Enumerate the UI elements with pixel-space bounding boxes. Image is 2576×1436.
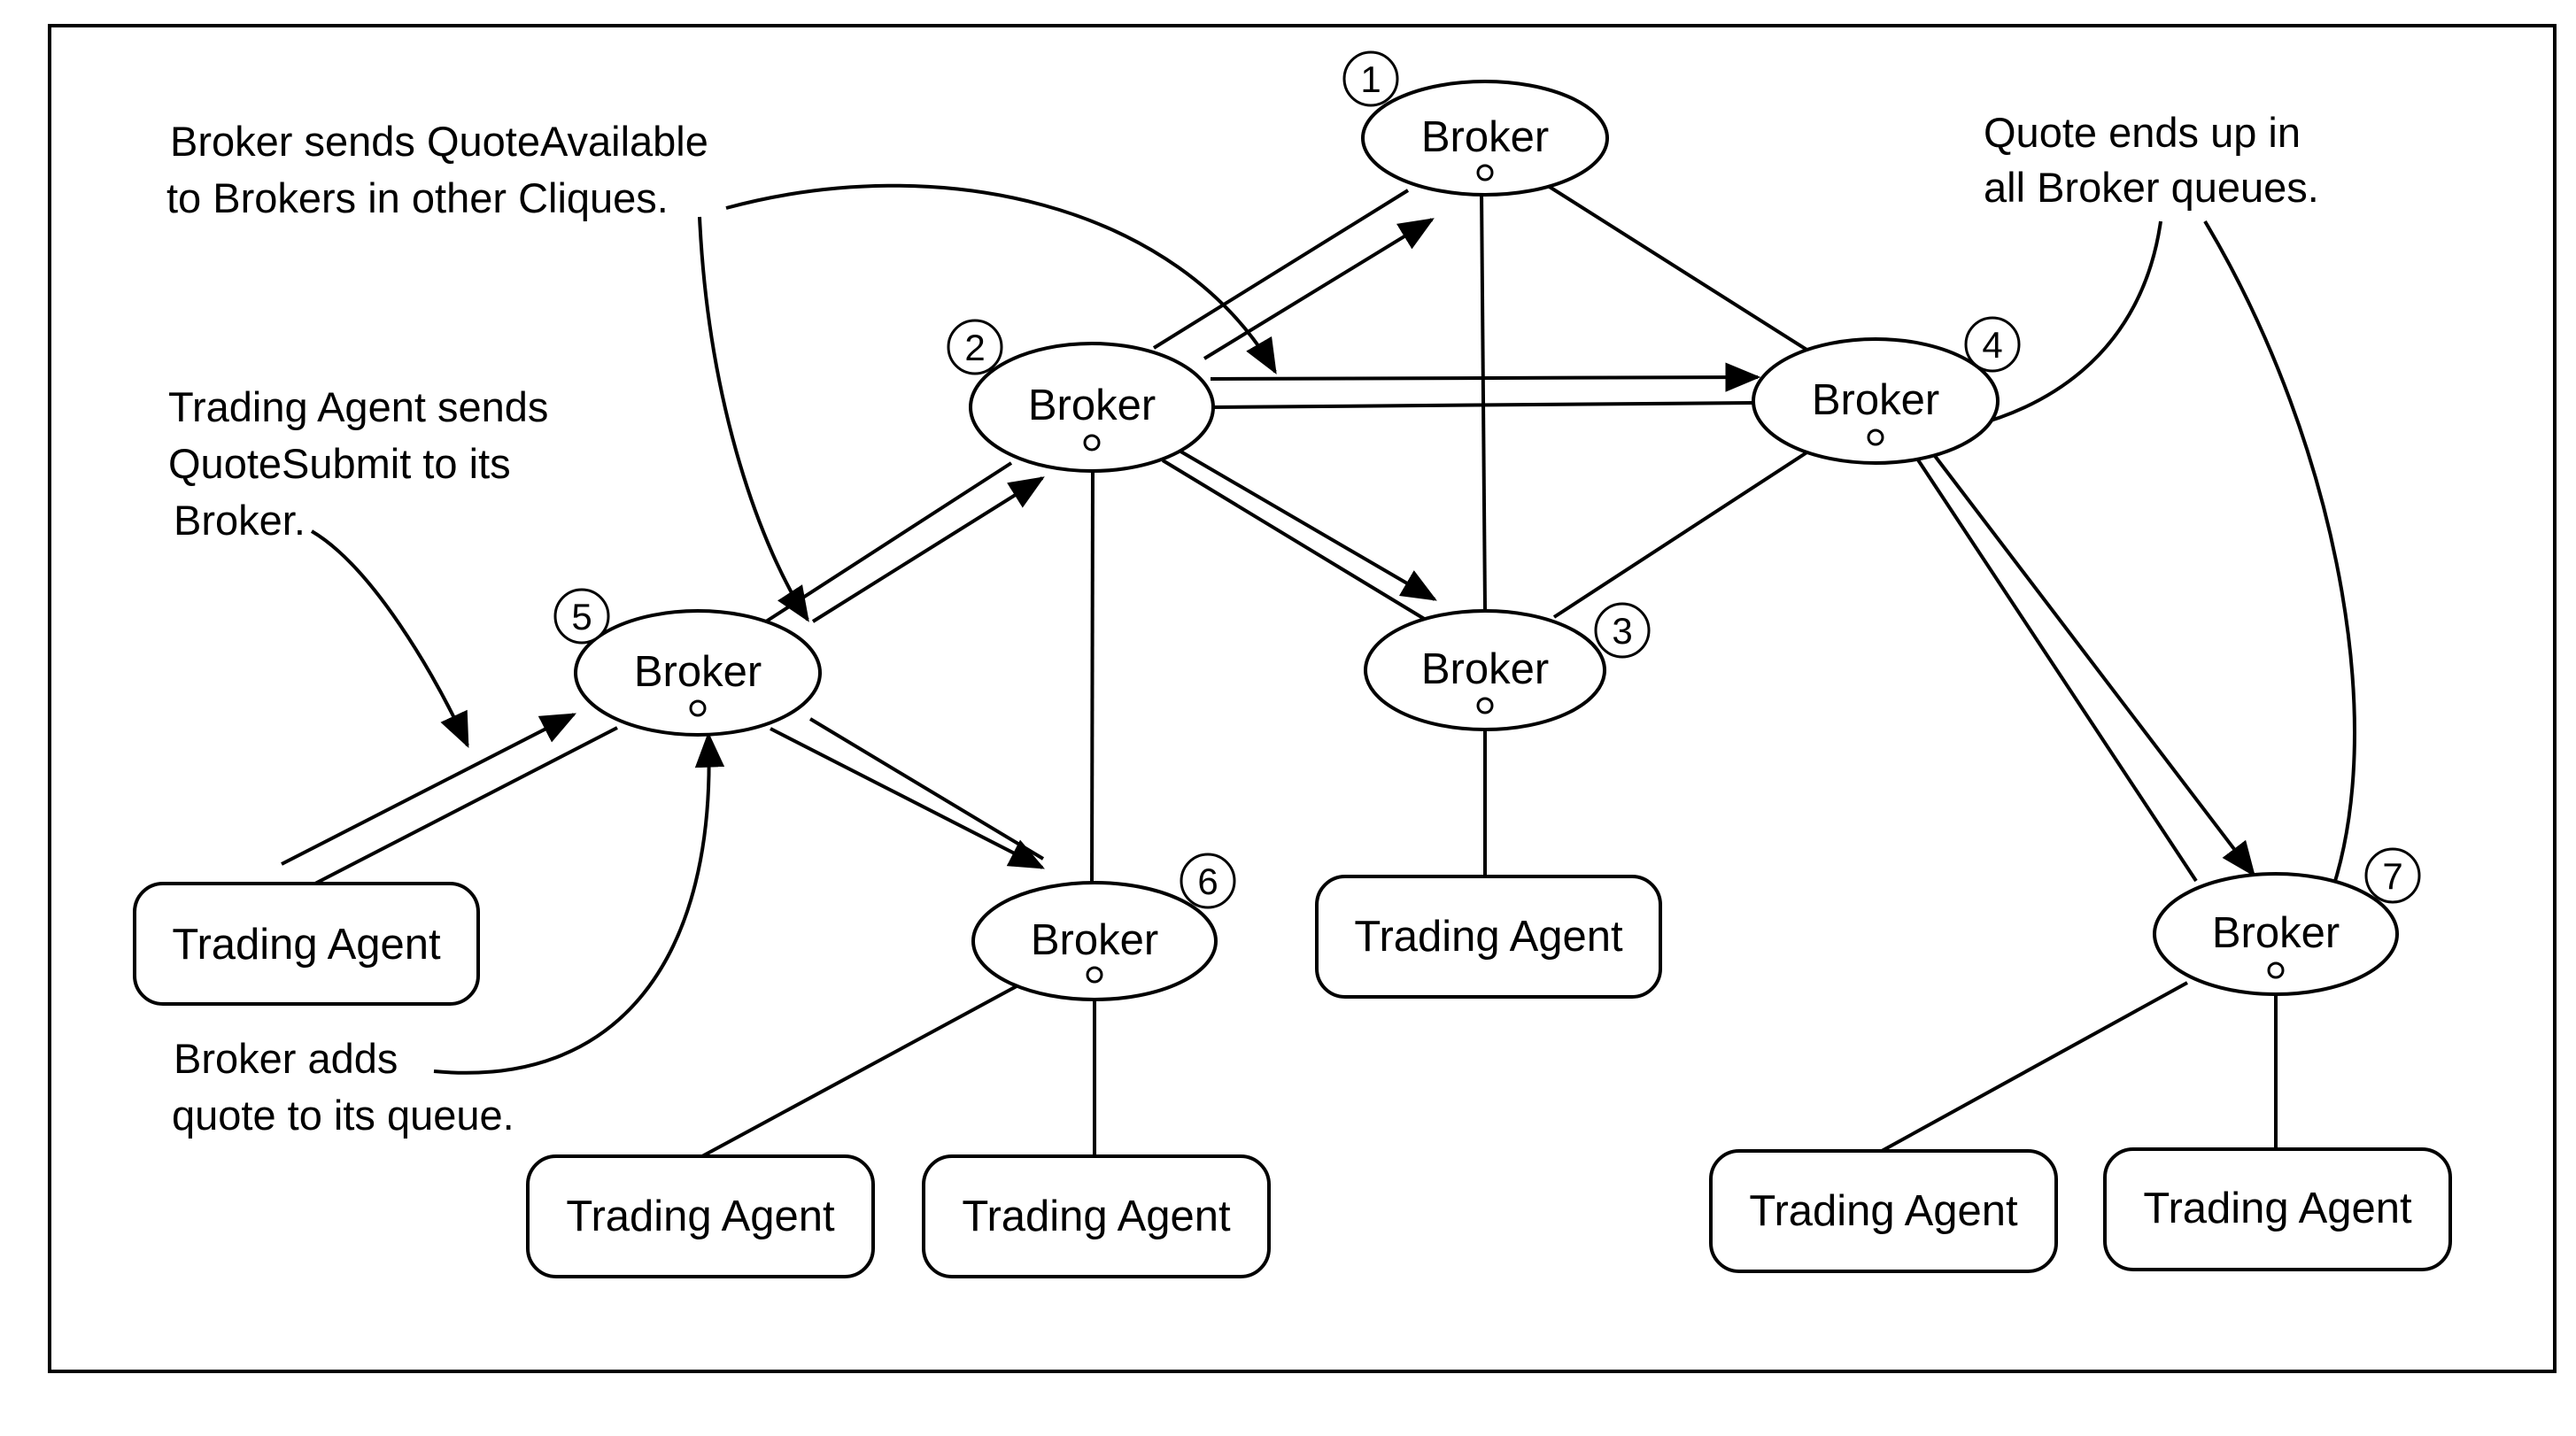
edge-6-agent-left bbox=[701, 984, 1017, 1158]
message-arrows bbox=[281, 189, 2256, 887]
connection-lines bbox=[701, 182, 2278, 1158]
edge-2-6 bbox=[1090, 471, 1095, 887]
annotation-line: QuoteSubmit to its bbox=[168, 440, 511, 487]
annotation-line: Broker. bbox=[174, 497, 306, 544]
broker-node-4: Broker 4 bbox=[1752, 316, 2021, 465]
annotation-line: Broker sends QuoteAvailable bbox=[170, 118, 708, 165]
broker-node-5: Broker 5 bbox=[553, 588, 822, 737]
annotation-quoteavailable: Broker sends QuoteAvailable to Brokers i… bbox=[166, 118, 708, 221]
pointer-quoteavailable-to-4 bbox=[725, 183, 1277, 374]
msg-4-to-7-line bbox=[1915, 457, 2198, 883]
annotation-line: quote to its queue. bbox=[172, 1092, 514, 1139]
msg-agent-to-5-line bbox=[311, 726, 618, 887]
trading-agent-3: Trading Agent bbox=[922, 1154, 1271, 1278]
broker-label: Broker bbox=[2212, 909, 2340, 957]
agent-label: Trading Agent bbox=[566, 1193, 835, 1240]
annotation-ends-up: Quote ends up in all Broker queues. bbox=[1984, 109, 2319, 211]
broker-number: 2 bbox=[964, 327, 985, 368]
agent-label: Trading Agent bbox=[1354, 913, 1623, 961]
msg-5-to-2-line bbox=[764, 461, 1013, 623]
msg-5-to-2-arrow bbox=[811, 476, 1045, 623]
agent-label: Trading Agent bbox=[172, 921, 441, 969]
msg-4-to-7-arrow bbox=[1933, 454, 2256, 877]
annotation-line: Trading Agent sends bbox=[168, 383, 548, 430]
msg-2-to-4-arrow bbox=[1210, 362, 1761, 392]
msg-2-to-3-line bbox=[1161, 459, 1427, 621]
broker-number: 5 bbox=[571, 596, 592, 637]
edge-2-4 bbox=[1210, 401, 1754, 409]
annotation-line: Quote ends up in bbox=[1984, 109, 2301, 156]
pointer-quotesubmit bbox=[310, 529, 469, 749]
broker-label: Broker bbox=[1028, 382, 1156, 429]
broker-label: Broker bbox=[634, 648, 762, 696]
pointer-quoteavailable-to-5 bbox=[698, 216, 809, 622]
msg-agent-to-5-arrow bbox=[281, 713, 576, 866]
edge-3-4 bbox=[1552, 450, 1810, 619]
annotation-line: all Broker queues. bbox=[1984, 164, 2319, 211]
msg-2-to-1-line bbox=[1152, 189, 1410, 350]
broker-label: Broker bbox=[1812, 376, 1939, 424]
pointer-adds-queue bbox=[433, 731, 725, 1075]
annotation-adds-queue: Broker adds quote to its queue. bbox=[172, 1035, 514, 1139]
edge-7-agent-left bbox=[1881, 981, 2188, 1153]
edge-1-4 bbox=[1543, 182, 1813, 354]
trading-agent-5: Trading Agent bbox=[1709, 1149, 2058, 1273]
broker-node-2: Broker 2 bbox=[947, 319, 1215, 473]
annotation-quotesubmit: Trading Agent sends QuoteSubmit to its B… bbox=[168, 383, 548, 544]
broker-node-7: Broker 7 bbox=[2153, 847, 2421, 996]
pointer-ends-up-to-7 bbox=[2203, 220, 2356, 931]
broker-label: Broker bbox=[1031, 916, 1158, 964]
broker-number: 6 bbox=[1197, 861, 1218, 902]
broker-label: Broker bbox=[1421, 645, 1549, 693]
broker-number: 7 bbox=[2382, 855, 2402, 897]
diagram-frame bbox=[48, 24, 2557, 1373]
msg-5-to-6-line bbox=[808, 717, 1045, 861]
broker-number: 3 bbox=[1612, 610, 1632, 652]
trading-agent-2: Trading Agent bbox=[526, 1154, 875, 1278]
broker-node-6: Broker 6 bbox=[971, 853, 1236, 1001]
broker-number: 4 bbox=[1982, 324, 2002, 366]
trading-agent-1: Trading Agent bbox=[133, 882, 480, 1006]
broker-node-3: Broker 3 bbox=[1364, 602, 1651, 731]
trading-agent-4: Trading Agent bbox=[1315, 875, 1662, 999]
msg-5-to-6-arrow bbox=[770, 727, 1045, 869]
broker-label: Broker bbox=[1421, 113, 1549, 161]
broker-number: 1 bbox=[1360, 58, 1381, 100]
trading-agent-6: Trading Agent bbox=[2103, 1147, 2452, 1271]
edge-1-3 bbox=[1480, 189, 1487, 610]
agent-label: Trading Agent bbox=[2143, 1185, 2412, 1232]
msg-2-to-3-arrow bbox=[1176, 448, 1437, 601]
agent-label: Trading Agent bbox=[962, 1193, 1231, 1240]
annotation-line: Broker adds bbox=[174, 1035, 398, 1082]
broker-node-1: Broker 1 bbox=[1342, 50, 1609, 197]
msg-2-to-1-arrow bbox=[1203, 218, 1435, 360]
agent-label: Trading Agent bbox=[1749, 1187, 2018, 1235]
annotation-line: to Brokers in other Cliques. bbox=[166, 174, 669, 221]
